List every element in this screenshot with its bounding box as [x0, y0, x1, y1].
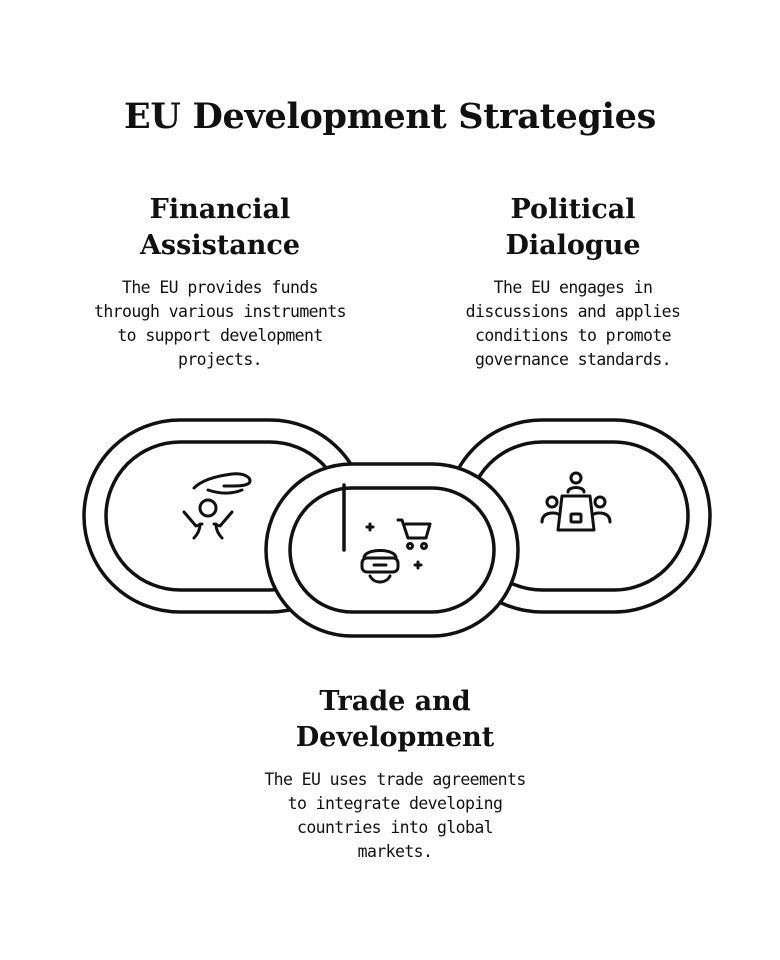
political-dialogue-heading: Political Dialogue [505, 194, 641, 261]
financial-assistance-block: Financial Assistance The EU provides fun… [90, 192, 350, 372]
hand-giving-icon [182, 472, 252, 540]
trade-development-description: The EU uses trade agreements to integrat… [264, 770, 526, 861]
page-title: EU Development Strategies [123, 96, 657, 137]
meeting-table-icon [540, 471, 612, 532]
trade-development-heading: Trade and Development [295, 686, 495, 753]
political-dialogue-description: The EU engages in discussions and applie… [465, 278, 681, 369]
chain-diagram [82, 418, 712, 638]
political-dialogue-block: Political Dialogue The EU engages in dis… [448, 192, 698, 372]
financial-assistance-description: The EU provides funds through various in… [93, 278, 347, 369]
chain-link-center [264, 462, 520, 638]
financial-assistance-heading: Financial Assistance [139, 194, 301, 261]
vr-headset-cart-icon [360, 518, 432, 584]
trade-development-block: Trade and Development The EU uses trade … [260, 684, 530, 864]
